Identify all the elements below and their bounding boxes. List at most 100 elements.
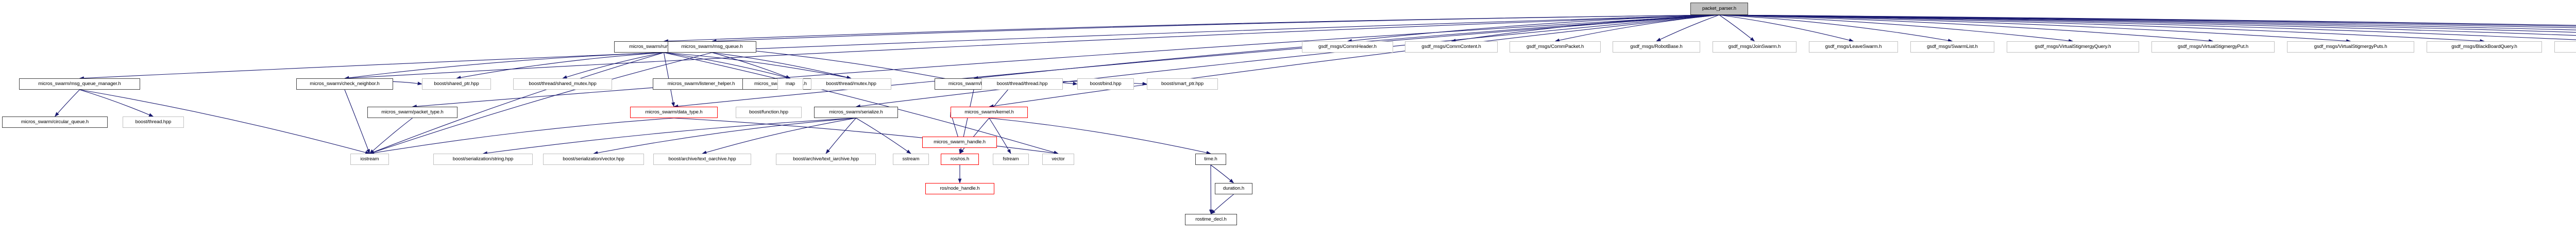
graph-node[interactable]: gsdf_msgs/CommPacket.h [1510,41,1601,53]
graph-edge [1719,14,2485,43]
graph-node-label: duration.h [1223,186,1245,192]
graph-node[interactable]: micros_swarm/listener_helper.h [653,78,750,90]
graph-edge [1719,14,2576,28]
graph-node[interactable]: gsdf_msgs/VirtualStigmergyQuery.h [2007,41,2139,53]
graph-node-label: fstream [1003,156,1019,162]
graph-node-label: gsdf_msgs/VirtualStigmergyPuts.h [2314,44,2387,50]
graph-node[interactable]: boost/serialization/vector.hpp [543,154,644,165]
graph-node-label: micros_swarm/listener_helper.h [667,81,735,87]
graph-node[interactable]: gsdf_msgs/JoinSwarm.h [1713,41,1797,53]
graph-node-label: micros_swarm/serialize.h [829,109,883,115]
graph-node[interactable]: boost/bind.hpp [1077,78,1134,90]
graph-node-label: gsdf_msgs/LeaveSwarm.h [1825,44,1882,50]
graph-node[interactable]: micros_swarm/circular_queue.h [2,116,108,128]
graph-edge [1719,14,1953,43]
graph-node[interactable]: map [777,78,803,90]
graph-edge [1451,14,1720,43]
graph-node-label: micros_swarm/packet_type.h [381,109,444,115]
graph-node[interactable]: packet_parser.h [1690,3,1748,15]
graph-edge [1554,14,1720,42]
graph-node-label: rostime_decl.h [1195,216,1227,223]
graph-node[interactable]: boost/archive/text_iarchive.hpp [776,154,876,165]
graph-node-label: gsdf_msgs/SwarmList.h [1927,44,1978,50]
graph-node[interactable]: gsdf_msgs/VirtualStigmergyPut.h [2151,41,2275,53]
graph-edge [369,118,674,155]
graph-edge [825,118,856,154]
graph-node[interactable]: sstream [893,154,929,165]
graph-node[interactable]: boost/archive/text_oarchive.hpp [653,154,751,165]
graph-edge [711,52,852,79]
graph-node-label: time.h [1204,156,1217,162]
graph-edge [959,118,990,154]
graph-node-label: boost/archive/text_oarchive.hpp [668,156,736,162]
graph-edge [1719,14,2576,36]
graph-node[interactable]: boost/serialization/string.hpp [433,154,533,165]
graph-node[interactable]: gsdf_msgs/SwarmList.h [1910,41,1994,53]
graph-edge [856,118,911,154]
graph-node-label: gsdf_msgs/BlackBoardQuery.h [2451,44,2517,50]
graph-node-label: boost/shared_ptr.hpp [434,81,479,87]
graph-node-label: boost/smart_ptr.hpp [1161,81,1204,87]
graph-node[interactable]: time.h [1195,154,1226,165]
graph-edge [1347,14,1720,43]
graph-node-label: gsdf_msgs/CommHeader.h [1318,44,1377,50]
graph-node-label: packet_parser.h [1702,6,1737,12]
graph-node[interactable]: boost/shared_ptr.hpp [422,78,491,90]
graph-node[interactable]: boost/smart_ptr.hpp [1147,78,1218,90]
graph-node[interactable]: boost/function.hpp [736,107,802,118]
graph-node-label: vector [1052,156,1065,162]
graph-node[interactable]: boost/thread/mutex.hpp [811,78,891,90]
graph-edge [1719,14,2576,33]
graph-edge [989,118,1211,155]
graph-node[interactable]: vector [1042,154,1074,165]
graph-edge [673,118,1059,155]
graph-node-label: micros_swarm/data_type.h [645,109,703,115]
graph-node-label: gsdf_msgs/RobotBase.h [1630,44,1683,50]
graph-edge [989,14,1720,108]
graph-edge [562,52,664,79]
graph-node-label: gsdf_msgs/CommContent.h [1421,44,1481,50]
graph-edge [55,89,80,117]
graph-edge [1719,14,2214,43]
graph-node[interactable]: boost/thread/thread.hpp [981,78,1063,90]
graph-node[interactable]: ros/ros.h [941,154,979,165]
graph-node[interactable]: rostime_decl.h [1185,214,1237,225]
graph-node[interactable]: boost/thread.hpp [123,116,184,128]
graph-node[interactable]: fstream [993,154,1029,165]
graph-node-label: boost/bind.hpp [1090,81,1122,87]
graph-node[interactable]: micros_swarm/msg_queue.h [668,41,756,53]
graph-node-label: map [785,81,795,87]
graph-node[interactable]: boost/thread/shared_mutex.hpp [513,78,612,90]
graph-edge [664,52,1059,155]
graph-node[interactable]: micros_swarm/serialize.h [814,107,898,118]
graph-edge [482,118,856,155]
graph-edge [344,89,370,154]
graph-node[interactable]: micros_swarm/msg_queue_manager.h [19,78,140,90]
graph-node-label: micros_swarm/msg_queue.h [681,44,743,50]
graph-node[interactable]: gsdf_msgs/RobotBase.h [1613,41,1700,53]
graph-edge [664,52,791,79]
graph-node[interactable]: micros_swarm/kernel.h [951,107,1028,118]
graph-edge [1719,14,2351,43]
graph-node[interactable]: gsdf_msgs/BlackBoardQuery.h [2427,41,2542,53]
graph-node[interactable]: gsdf_msgs/BlackBoardAck.h [2554,41,2576,53]
graph-node[interactable]: gsdf_msgs/CommContent.h [1405,41,1498,53]
graph-node[interactable]: gsdf_msgs/VirtualStigmergyPuts.h [2287,41,2414,53]
graph-node-label: boost/serialization/string.hpp [452,156,514,162]
graph-edge [1719,14,2576,40]
graph-node[interactable]: micros_swarm/check_neighbor.h [296,78,393,90]
graph-node[interactable]: duration.h [1215,183,1252,194]
graph-node-label: boost/thread/mutex.hpp [826,81,876,87]
graph-edge [369,118,413,154]
graph-node[interactable]: ros/node_handle.h [925,183,994,194]
graph-node[interactable]: iostream [350,154,389,165]
graph-edge [1719,14,2576,26]
graph-node[interactable]: micros_swarm/data_type.h [630,107,718,118]
graph-node-label: boost/thread/thread.hpp [996,81,1048,87]
graph-node[interactable]: micros_swarm/packet_type.h [367,107,457,118]
graph-node[interactable]: micros_swarm_handle.h [922,137,997,148]
graph-node[interactable]: gsdf_msgs/CommHeader.h [1302,41,1393,53]
graph-node[interactable]: gsdf_msgs/LeaveSwarm.h [1809,41,1898,53]
graph-edge [711,52,791,79]
